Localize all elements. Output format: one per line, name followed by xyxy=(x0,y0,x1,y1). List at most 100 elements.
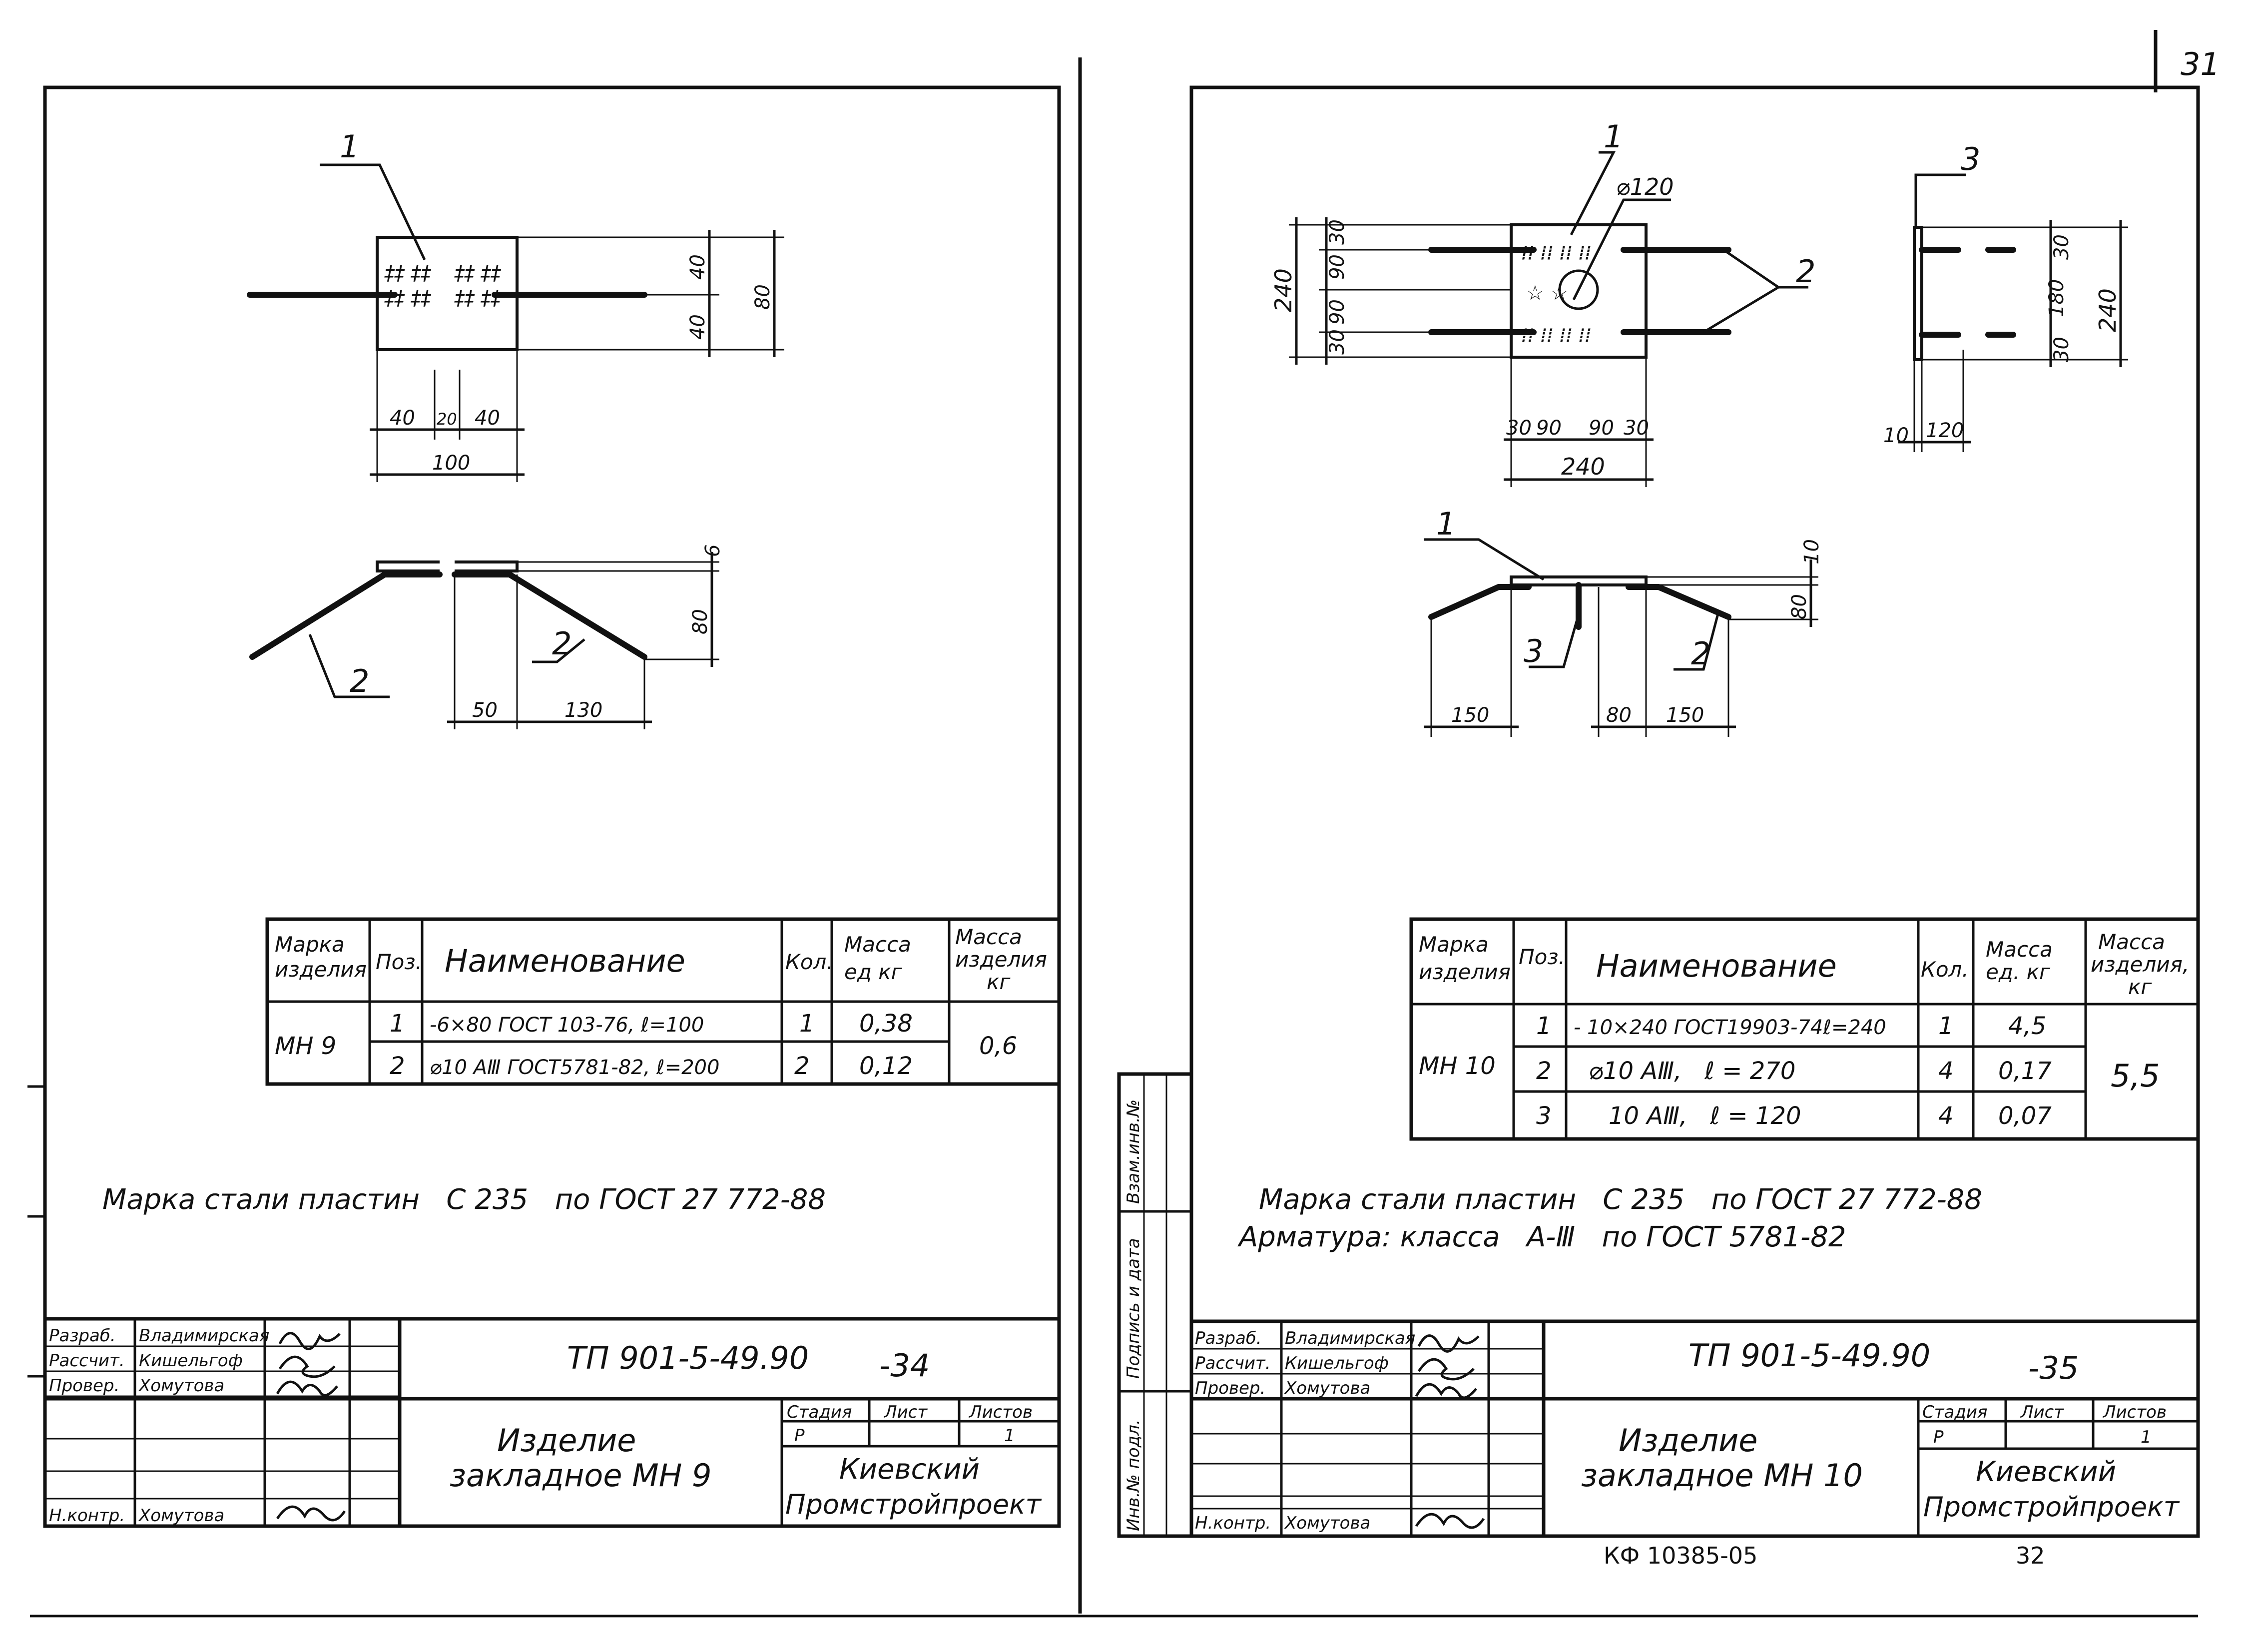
right-sidev-view: 3 30 180 30 240 10 120 xyxy=(1883,141,2128,452)
left-weld-mark-1: ‡‡ ‡‡ xyxy=(384,262,432,285)
left-stamp-role-6: Н.контр. xyxy=(49,1506,125,1526)
left-side-view: 6 80 50 130 2 2 xyxy=(249,545,724,729)
left-stamp-name-3: Хомутова xyxy=(138,1376,224,1396)
left-dim-h2: 40 xyxy=(686,314,709,340)
right-sidev-dim-total: 240 xyxy=(2094,288,2121,332)
left-td-mark: МН 9 xyxy=(275,1032,336,1060)
right-dia-leader xyxy=(1582,198,1671,281)
bottom-code: КФ 10385-05 xyxy=(1604,1542,1757,1569)
right-stamp-stage-h: Стадия xyxy=(1922,1402,1987,1422)
side-stamp: Инв.№ подл. Подпись и дата Взам.инв.№ xyxy=(1117,1072,1193,1538)
left-td-total: 0,6 xyxy=(979,1032,1017,1060)
right-weld-marks-top: ⁞⁞ ⁞⁞ ⁞⁞ ⁞⁞ xyxy=(1521,242,1591,265)
right-plan-dim-v2t: 90 xyxy=(1326,254,1349,280)
right-bar-side-right xyxy=(1626,584,1731,620)
left-signature-2 xyxy=(278,1355,336,1378)
left-side-dim-w1: 50 xyxy=(472,699,498,722)
left-note-1: Марка стали пластин С 235 по ГОСТ 27 772… xyxy=(102,1183,826,1216)
right-plan-dim-htotal: 240 xyxy=(1561,453,1605,480)
right-td-name-1: - 10×240 ГОСТ19903-74ℓ=240 xyxy=(1574,1016,1886,1039)
left-stamp-org-1: Киевский xyxy=(839,1453,980,1486)
left-pos1-label: 1 xyxy=(340,128,359,165)
left-stamp-sheets-h: Листов xyxy=(968,1402,1033,1422)
left-stamp-code: ТП 901-5-49.90 xyxy=(567,1340,809,1376)
right-td-name-3: 10 АⅢ, ℓ = 120 xyxy=(1609,1102,1801,1130)
right-stamp-sheetcode: -35 xyxy=(2028,1350,2079,1386)
right-stamp-role-1: Разраб. xyxy=(1195,1328,1262,1348)
left-pos2-leader-b xyxy=(532,638,585,663)
right-side-pos2-leader xyxy=(1674,611,1720,671)
right-plan-dim-v1t: 30 xyxy=(1326,219,1349,245)
right-td-pos-2: 2 xyxy=(1536,1057,1552,1085)
left-pos2-label-b: 2 xyxy=(552,625,571,662)
right-signature-1 xyxy=(1417,1334,1480,1353)
left-stamp-org-2: Промстройпроект xyxy=(785,1489,1042,1520)
side-stamp-border xyxy=(1117,1072,1193,1538)
right-th-massitem-2: изделия, xyxy=(2091,952,2189,977)
right-side-pos1-label: 1 xyxy=(1436,506,1456,542)
right-td-mark: МН 10 xyxy=(1419,1052,1496,1080)
right-hole-mark xyxy=(1572,279,1585,301)
right-plan-dim-h3t: 90 xyxy=(1589,417,1614,440)
left-td-name-2: ⌀10 АⅢ ГОСТ5781-82, ℓ=200 xyxy=(430,1056,719,1079)
left-frame xyxy=(43,85,1061,1528)
right-td-total: 5,5 xyxy=(2111,1058,2160,1094)
right-stamp-role-6: Н.контр. xyxy=(1195,1513,1271,1533)
left-stamp-name-2: Кишельгоф xyxy=(139,1351,243,1371)
right-stamp-sheets: 1 xyxy=(2141,1427,2152,1447)
right-weld-marks-bot: ⁞⁞ ⁞⁞ ⁞⁞ ⁞⁞ xyxy=(1521,324,1591,347)
right-pos2-label: 2 xyxy=(1796,253,1815,290)
right-stamp-code: ТП 901-5-49.90 xyxy=(1688,1337,1930,1374)
right-plan-dim-h1t: 30 xyxy=(1506,417,1532,440)
right-bar-side-left xyxy=(1428,584,1532,620)
left-stamp-stage: Р xyxy=(794,1426,805,1446)
right-sidev-dim-t: 10 xyxy=(1883,424,1909,447)
right-stamp-sheets-h: Листов xyxy=(2102,1402,2167,1422)
right-sidev-dim-len: 120 xyxy=(1926,419,1964,442)
left-stamp-sheet-h: Лист xyxy=(883,1402,928,1422)
right-plan-dim-v4t: 30 xyxy=(1326,329,1349,355)
right-td-qty-1: 1 xyxy=(1938,1012,1954,1040)
right-stamp-title-1: Изделие xyxy=(1619,1422,1757,1459)
left-plate-gap xyxy=(440,558,455,574)
right-plan-view: ⁞⁞ ⁞⁞ ⁞⁞ ⁞⁞ ⁞⁞ ⁞⁞ ⁞⁞ ⁞⁞ ☆ ☆ 1 ⌀120 2 240… xyxy=(1270,118,1815,487)
left-pos2-leader-a xyxy=(308,634,390,698)
left-pos2-label-a: 2 xyxy=(350,663,369,699)
right-signature-6 xyxy=(1415,1513,1485,1529)
right-side-pos1-leader xyxy=(1424,538,1545,581)
right-plan-dim-vtotal: 240 xyxy=(1270,268,1297,312)
right-td-pos-1: 1 xyxy=(1536,1012,1552,1040)
right-td-qty-3: 4 xyxy=(1938,1102,1954,1130)
left-title-block: Разраб. Рассчит. Провер. Н.контр. Владим… xyxy=(45,1317,1059,1526)
left-th-mark: Марка xyxy=(275,932,345,957)
bottom-page: 32 xyxy=(2016,1542,2045,1569)
right-title-block: Разраб. Рассчит. Провер. Н.контр. Владим… xyxy=(1191,1319,2198,1536)
right-th-mark-2: изделия xyxy=(1419,960,1511,984)
right-th-mass: Масса xyxy=(1986,937,2053,962)
right-plan-dim-h2t: 90 xyxy=(1536,417,1562,440)
left-td-mass-1: 0,38 xyxy=(859,1010,913,1038)
left-side-dim-t: 6 xyxy=(701,545,724,557)
right-stamp-name-1: Владимирская xyxy=(1285,1328,1415,1348)
right-plate-edge xyxy=(1913,226,1923,361)
left-weld-mark-3: ‡‡ ‡‡ xyxy=(384,287,432,310)
right-td-name-2: ⌀10 АⅢ, ℓ = 270 xyxy=(1589,1057,1795,1085)
left-td-name-1: -6×80 ГОСТ 103-76, ℓ=100 xyxy=(430,1014,704,1037)
left-side-dim-w2: 130 xyxy=(564,699,602,722)
right-td-qty-2: 4 xyxy=(1938,1057,1954,1085)
left-signature-3 xyxy=(276,1380,338,1397)
right-side-pos3-label: 3 xyxy=(1524,633,1543,669)
left-pos1-leader xyxy=(320,163,426,261)
side-stamp-col3: Взам.инв.№ xyxy=(1123,1100,1143,1204)
right-note-1: Марка стали пластин С 235 по ГОСТ 27 772… xyxy=(1259,1183,1982,1216)
left-bar-side-right xyxy=(452,571,647,660)
right-sidev-dim-a: 30 xyxy=(2050,234,2073,260)
right-side-pos3-leader xyxy=(1529,614,1580,668)
right-side-pos2-label: 2 xyxy=(1691,635,1710,672)
left-dim-h1: 40 xyxy=(686,254,709,280)
left-signature-6 xyxy=(276,1505,346,1522)
right-stamp-sheet-h: Лист xyxy=(2020,1402,2064,1422)
right-note-2: Арматура: класса А-Ⅲ по ГОСТ 5781-82 xyxy=(1237,1221,1846,1253)
left-th-massitem: Масса xyxy=(955,925,1022,949)
